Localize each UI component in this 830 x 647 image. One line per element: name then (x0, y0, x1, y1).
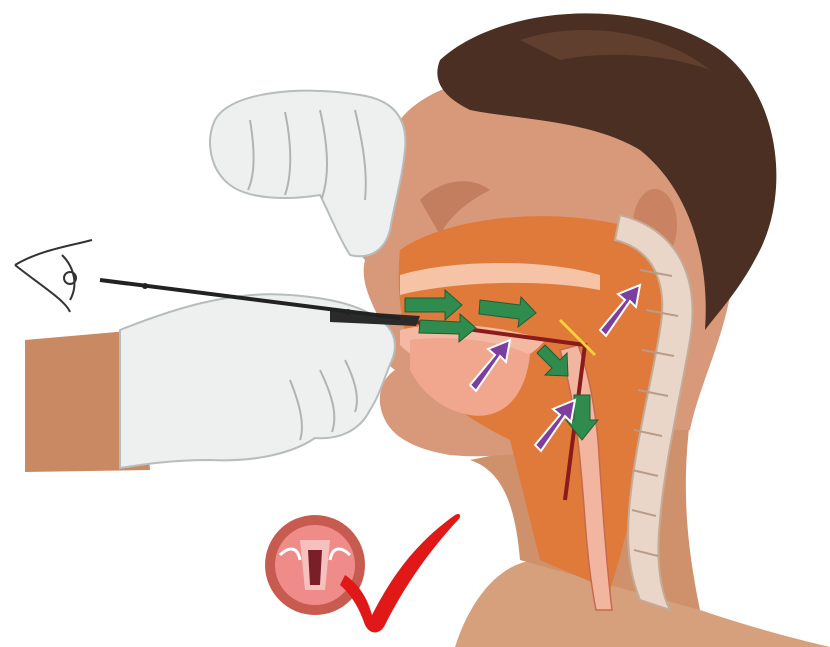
sight-line-marker-2 (345, 309, 351, 315)
glottis-view-icon (265, 515, 365, 615)
sight-line-marker (142, 283, 148, 289)
